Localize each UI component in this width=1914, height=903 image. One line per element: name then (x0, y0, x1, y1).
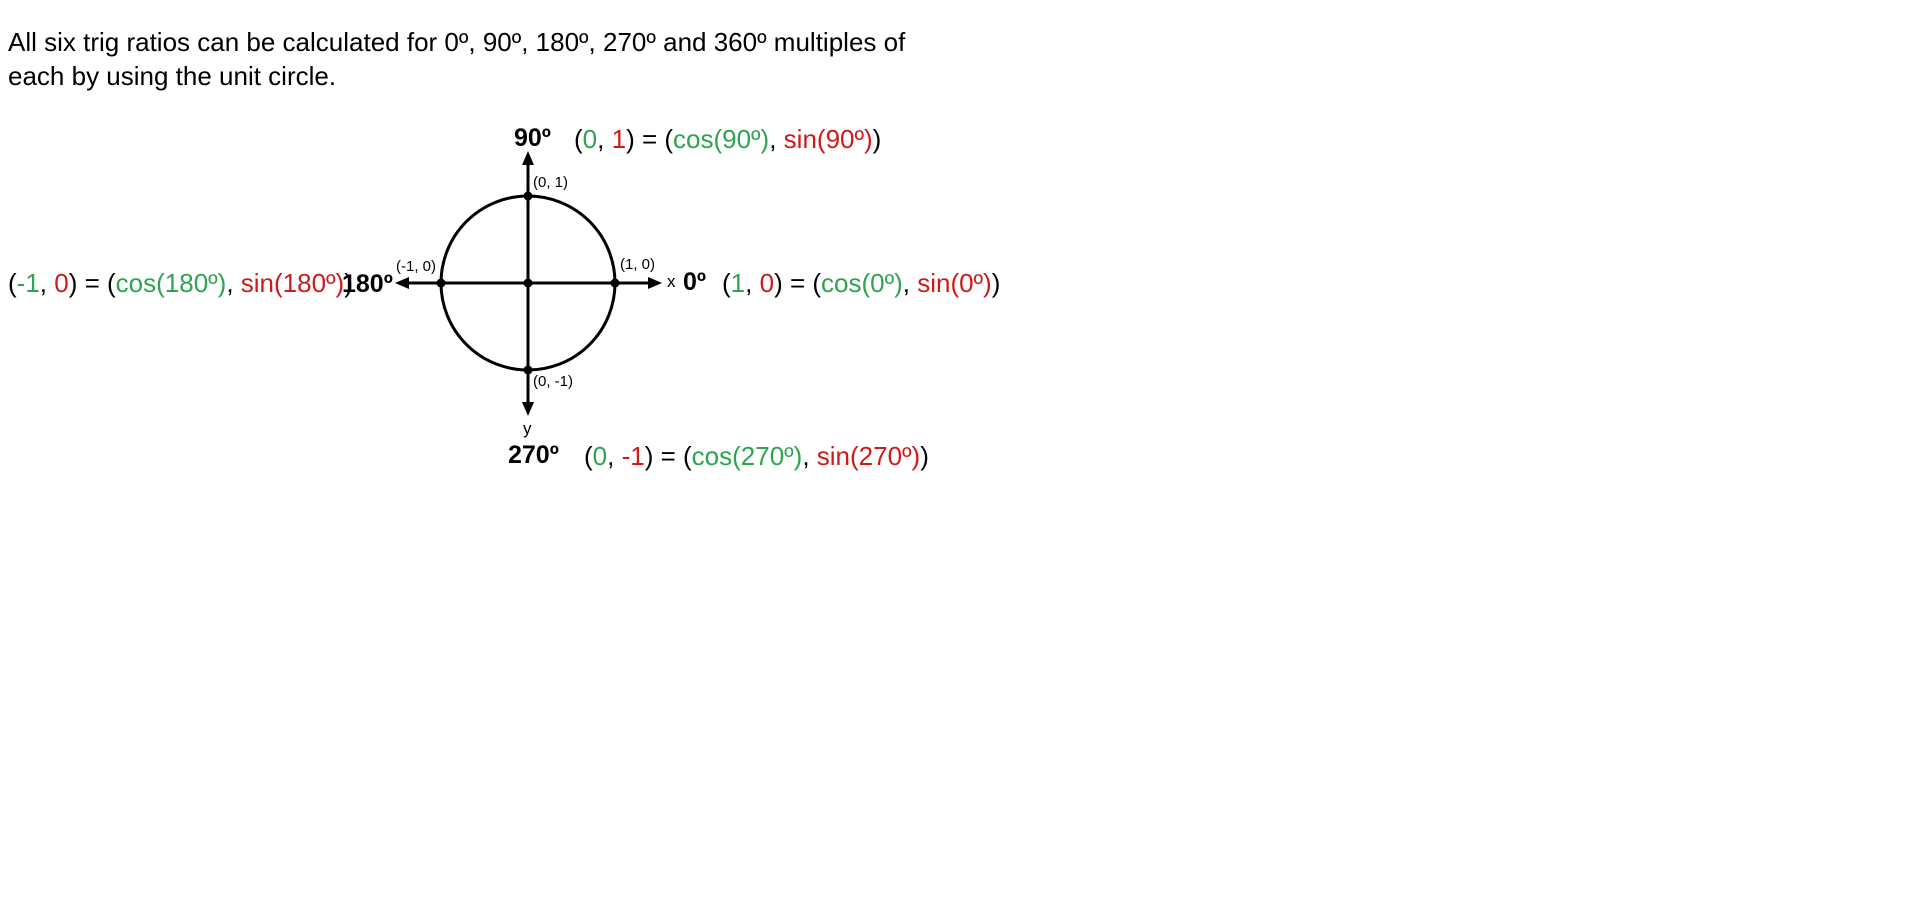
angle-label-270: 270º (508, 441, 559, 469)
point-label-bottom: (0, -1) (533, 373, 574, 390)
eq-270-cos: cos(270º) (691, 441, 803, 471)
y-axis-label: y (523, 419, 532, 438)
intro-text: All six trig ratios can be calculated fo… (8, 25, 1008, 93)
eq-90-sin-value: 1 (611, 124, 627, 154)
eq-180-cos-value: -1 (16, 268, 40, 298)
eq-180-sin: sin(180º) (240, 268, 345, 298)
eq-0-cos: cos(0º) (821, 268, 903, 298)
eq-270-mid: ) = ( (644, 441, 692, 471)
eq-90-sep: , (597, 124, 612, 154)
y-axis-arrow-up (522, 151, 534, 165)
eq-0-sep2: , (902, 268, 918, 298)
intro-line-1: All six trig ratios can be calculated fo… (8, 27, 906, 57)
eq-90-sin: sin(90º) (783, 124, 873, 154)
x-axis-arrow-right (648, 277, 662, 289)
eq-90-mid: ) = ( (626, 124, 674, 154)
equation-90: (0, 1) = (cos(90º), sin(90º)) (574, 124, 881, 155)
eq-270-open: ( (584, 441, 593, 471)
y-axis-arrow-down (522, 402, 534, 416)
eq-180-cos: cos(180º) (115, 268, 227, 298)
equation-0: (1, 0) = (cos(0º), sin(0º)) (722, 268, 1000, 299)
eq-0-mid: ) = ( (774, 268, 822, 298)
eq-90-cos: cos(90º) (673, 124, 770, 154)
eq-270-sin-value: -1 (621, 441, 645, 471)
eq-180-sin-value: 0 (54, 268, 69, 298)
eq-270-sep2: , (802, 441, 817, 471)
eq-270-close: ) (920, 441, 929, 471)
x-axis-arrow-left (395, 277, 409, 289)
eq-180-open: ( (8, 268, 17, 298)
point-label-top: (0, 1) (533, 174, 569, 191)
eq-90-sep2: , (769, 124, 784, 154)
angle-label-90: 90º (514, 124, 551, 152)
intro-line-2: each by using the unit circle. (8, 61, 337, 91)
eq-0-sin-value: 0 (759, 268, 775, 298)
eq-180-close: ) (344, 268, 353, 298)
eq-180-sep2: , (226, 268, 241, 298)
point-origin (523, 278, 533, 288)
point-bottom (523, 365, 533, 375)
angle-label-0: 0º (683, 268, 707, 296)
eq-180-mid: ) = ( (68, 268, 116, 298)
eq-270-sep: , (607, 441, 622, 471)
eq-0-sin: sin(0º) (917, 268, 992, 298)
equation-270: (0, -1) = (cos(270º), sin(270º)) (584, 441, 929, 472)
x-axis-label: x (667, 272, 676, 291)
eq-0-open: ( (722, 268, 731, 298)
equation-180: (-1, 0) = (cos(180º), sin(180º)) (8, 268, 353, 299)
point-label-left: (-1, 0) (396, 258, 437, 275)
eq-0-sep: , (745, 268, 760, 298)
eq-90-close: ) (872, 124, 882, 154)
angle-label-180: 180º (342, 270, 393, 298)
eq-90-open: ( (574, 124, 583, 154)
eq-90-cos-value: 0 (582, 124, 598, 154)
eq-270-cos-value: 0 (592, 441, 608, 471)
eq-270-sin: sin(270º) (816, 441, 921, 471)
point-right (610, 278, 620, 288)
eq-180-sep: , (39, 268, 55, 298)
point-top (523, 191, 533, 201)
eq-0-close: ) (991, 268, 1001, 298)
eq-0-cos-value: 1 (730, 268, 746, 298)
point-label-right: (1, 0) (620, 256, 656, 273)
point-left (436, 278, 446, 288)
